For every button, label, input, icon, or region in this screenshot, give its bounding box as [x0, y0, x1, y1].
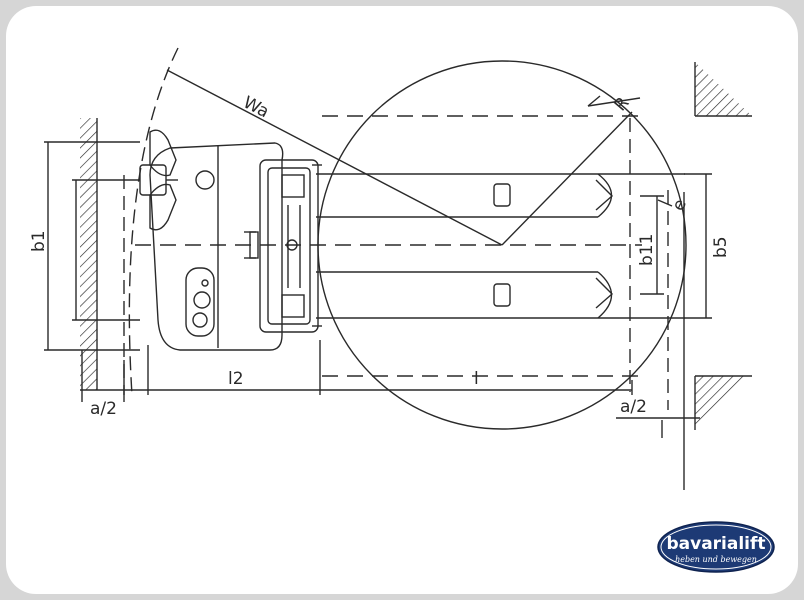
fork-top — [316, 173, 685, 218]
diagram-frame: Wa R b1 l2 l a/2 a/2 b11 b5 e bavarialif… — [6, 6, 798, 594]
dashed-verticals — [123, 118, 669, 410]
wall-bottom-right — [694, 375, 752, 430]
tiller-handle — [139, 129, 178, 231]
label-l2: l2 — [228, 369, 244, 389]
radius-lines — [166, 69, 641, 246]
label-l: l — [474, 369, 479, 389]
wall-top-right — [694, 62, 752, 117]
bavarialift-logo: bavarialift heben und bewegen — [657, 521, 775, 573]
logo-tagline: heben und bewegen — [675, 555, 757, 564]
dim-right-lines — [640, 173, 712, 319]
label-wa: Wa — [240, 93, 272, 123]
fork-carriage — [259, 159, 322, 333]
wall-left — [80, 118, 98, 390]
label-a2-right: a/2 — [620, 397, 647, 417]
logo-name: bavarialift — [666, 534, 765, 554]
label-b1: b1 — [29, 230, 49, 252]
technical-drawing: Wa R b1 l2 l a/2 a/2 b11 b5 e bavarialif… — [29, 47, 775, 573]
fork-bottom — [316, 271, 685, 319]
label-r: R — [611, 93, 634, 115]
dim-b1-lines — [44, 141, 140, 351]
label-a2-left: a/2 — [90, 399, 117, 419]
label-b5: b5 — [711, 236, 731, 258]
dashed-guides — [135, 115, 642, 377]
dim-bottom-lines — [80, 192, 700, 490]
label-b11: b11 — [637, 234, 657, 266]
swing-arc — [128, 47, 179, 396]
